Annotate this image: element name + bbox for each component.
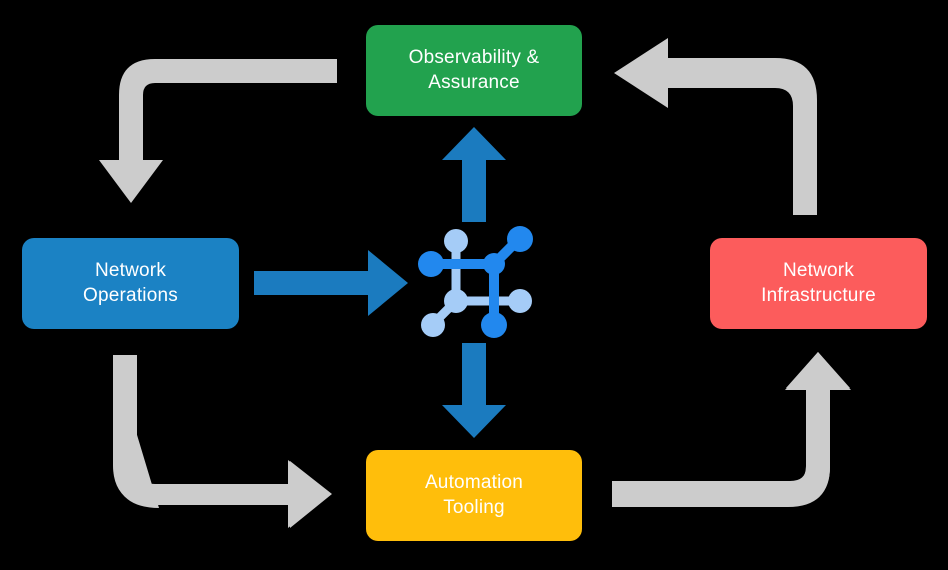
- network-icon-dark-nodes: [418, 226, 533, 338]
- arrow-center-to-observability: [442, 127, 506, 222]
- arrow-center-to-automation: [442, 343, 506, 438]
- node-box-observability[interactable]: Observability & Assurance: [366, 25, 582, 116]
- node-box-network-operations[interactable]: Network Operations: [22, 238, 239, 329]
- node-box-automation-tooling[interactable]: Automation Tooling: [366, 450, 582, 541]
- arrow-operations-to-center: [254, 250, 408, 316]
- node-box-network-infrastructure[interactable]: Network Infrastructure: [710, 238, 927, 329]
- arrow-automation-to-infrastructure-body: [612, 352, 851, 507]
- arrow-observability-to-operations: [99, 59, 337, 203]
- arrow-infrastructure-to-observability: [614, 38, 817, 215]
- arrow-operations-to-automation-body: [113, 355, 332, 528]
- network-icon-light-nodes: [421, 229, 532, 337]
